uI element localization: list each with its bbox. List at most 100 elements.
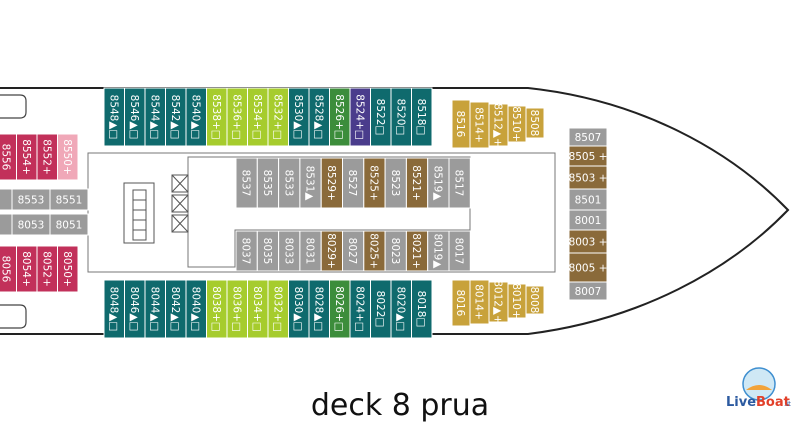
cabin-label: 8532+□ [271,94,283,139]
cabin-8508: 8508 [525,107,545,139]
cabin-label: 8052+ [40,251,52,287]
cabin-8524: 8524+□ [349,87,371,147]
logo-suffix: .it [784,400,791,408]
cabin-8028: 8028▲□ [308,279,330,339]
cabin-label: 8556 [0,144,11,171]
cabin-8040: 8040▲□ [185,279,207,339]
cabin-label: 8001 [575,215,602,227]
cabin-label: 8040▲□ [189,287,201,332]
cabin-label: 8529+ [325,165,337,201]
cabin-label: 8552+ [40,139,52,175]
cabin-8044: 8044▲□ [144,279,166,339]
cabin-label: 8528▲□ [312,95,324,140]
cabin-8501: 8501 [568,188,608,211]
cabin-8005: 8005 + [568,252,608,283]
cabin-8505: 8505 + [568,145,608,167]
cabin-8533: 8533 [278,157,301,209]
cabin-label: 8551 [56,195,83,207]
cabin-8008: 8008 [525,285,545,315]
cabin-label: 8034+□ [251,286,263,331]
cabin-block [525,285,545,315]
cabin-block [57,245,79,293]
cabin-label: 8526+□ [333,94,345,139]
cabin-label: 8054+ [20,251,32,287]
cabin-label: 8554+ [20,139,32,175]
cabin-8531: 8531▲ [299,157,322,209]
left-structure-bottom [0,304,27,329]
cabin-label: 8017 [453,238,465,265]
cabin-label: 8527 [346,170,358,197]
cabin-label: 8048▲□ [107,287,119,332]
cabin-label: 8012▲+ [492,280,504,324]
cabin-label: 8514+ [473,107,485,143]
cabin-8527: 8527 [342,157,365,209]
cabin-label: 8503 + [569,173,608,185]
cabin-label: 8023 [389,238,401,265]
cabin-block [57,133,79,181]
cabin-label: 8025+ [367,233,379,269]
cabin-label: 8046▲□ [128,287,140,332]
cabin-label: 8536+□ [230,94,242,139]
cabin-label: 8507 [575,132,602,144]
logo-main: Live [726,395,756,410]
cabin-8522: 8522□ [370,87,392,147]
cabin-label: 8022□ [374,291,386,328]
cabin-8542: 8542▲□ [165,87,187,147]
cabin-8025: 8025+ [363,230,386,272]
cabin-8042: 8042▲□ [165,279,187,339]
cabins-layer: 8548▲□8546▲□8544▲□8542▲□8540▲□8538+□8536… [0,87,608,339]
cabin-8012: 8012▲+ [488,280,509,324]
cabin-label: 8516 [454,111,466,138]
cabin-8007: 8007 [568,281,608,301]
cabin-block [411,279,433,339]
cabin-label: 8016 [454,290,466,317]
cabin-8503: 8503 + [568,165,608,190]
cabin-8038: 8038+□ [206,279,228,339]
cabin-8014: 8014+ [469,279,490,325]
cabin-8548: 8548▲□ [103,87,125,147]
cabin-8001: 8001 [568,209,608,231]
cabin-label: 8019▲ [431,234,443,270]
cabin-8550: 8550+ [57,133,79,181]
cabin-8056: 8056 [0,245,17,293]
cabin-block [525,107,545,139]
cabin-8010: 8010+ [507,283,527,319]
deck-caption: deck 8 prua [310,388,490,423]
cabin-8019: 8019▲ [427,230,450,272]
cabin-8518: 8518□ [411,87,433,147]
cabin-label: 8521+ [410,165,422,201]
cabin-8034: 8034+□ [247,279,269,339]
cabin-label: 8008 [528,287,540,314]
cabin-8054: 8054+ [16,245,38,293]
elevator-shafts [171,174,189,233]
cabin-label: 8042▲□ [169,287,181,332]
cabin-label: 8051 [56,220,83,232]
cabin-8031: 8031 [299,230,322,272]
cabin-label: 8031 [304,238,316,265]
cabin-label: 8530▲□ [292,95,304,140]
cabin-8521: 8521+ [405,157,429,209]
cabin-8552: 8552+ [36,133,58,181]
staircase [123,182,155,244]
cabin-label: 8537 [240,170,252,197]
cabin-8020: 8020▲□ [390,279,412,339]
cabin-label: 8548▲□ [107,95,119,140]
cabin-label: 8024+□ [353,286,365,331]
cabin-8507: 8507 [568,127,608,147]
cabin-8528: 8528▲□ [308,87,330,147]
cabin-8016: 8016 [451,279,471,327]
cabin-8026: 8026+□ [329,279,351,339]
left-structure-top [0,94,27,119]
cabin-8050: 8050+ [57,245,79,293]
cabin-label: 8030▲□ [292,287,304,332]
cabin-label: 8020▲□ [394,287,406,332]
cabin-label: 8518□ [415,99,427,136]
cabin-8510: 8510+ [507,105,527,143]
cabin-8540: 8540▲□ [185,87,207,147]
cabin-8526: 8526+□ [329,87,351,147]
cabin-label: 8520□ [394,99,406,136]
cabin-label: 8523 [389,170,401,197]
cabin-8554: 8554+ [16,133,38,181]
cabin-8017: 8017 [448,230,471,272]
